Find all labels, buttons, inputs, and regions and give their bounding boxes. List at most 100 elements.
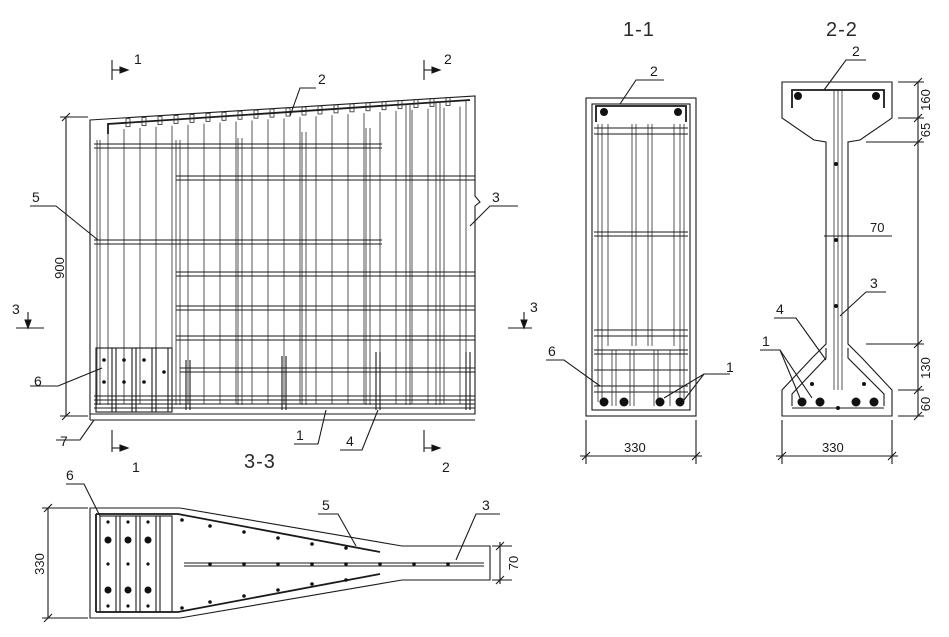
- plan-small-dot: [106, 604, 110, 608]
- top-stirrup-tick: [397, 100, 403, 110]
- section-1-1-view: 1-1: [546, 19, 734, 464]
- plan-large-dot: [144, 536, 152, 544]
- plan-flange-dot: [276, 588, 280, 592]
- plan-small-dot: [106, 562, 110, 566]
- box-dot: [102, 358, 106, 362]
- plan-width-dim: 330: [32, 553, 47, 575]
- box-dot: [122, 358, 126, 362]
- section-2-web-dim: 70: [870, 220, 884, 235]
- elevation-marker-2: 2: [318, 71, 326, 87]
- cut-mark-2-top: 2: [444, 51, 452, 67]
- section-2-dim-130: 130: [918, 357, 933, 379]
- top-stirrup-tick: [237, 110, 243, 120]
- plan-flange-dot: [344, 578, 348, 582]
- plan-web-dim: 70: [506, 556, 521, 570]
- elevation-title: 3-3: [244, 451, 276, 473]
- elevation-view: 900 1 2 1 2 3 3: [12, 51, 538, 475]
- section-2-marker-3: 3: [870, 275, 878, 291]
- plan-small-dot: [126, 520, 130, 524]
- top-stirrup-tick: [285, 107, 291, 117]
- top-stirrup-tick: [205, 112, 211, 122]
- top-stirrup-tick: [221, 111, 227, 121]
- plan-view: 6 5 3 330 70: [32, 467, 521, 623]
- box-dot: [102, 380, 106, 384]
- plan-flange-dot: [180, 518, 184, 522]
- plan-web-dot: [344, 562, 348, 566]
- plan-flange-dot: [310, 542, 314, 546]
- plan-flange-dot: [310, 582, 314, 586]
- top-stirrup-tick: [349, 103, 355, 113]
- cut-mark-3-left: 3: [12, 301, 20, 317]
- elevation-height-dim: 900: [52, 257, 67, 279]
- section-2-title: 2-2: [826, 19, 858, 41]
- cut-mark-1-bottom: 1: [132, 459, 140, 475]
- plan-web-dot: [208, 562, 212, 566]
- elevation-marker-3: 3: [492, 189, 500, 205]
- section-2-marker-4: 4: [776, 301, 784, 317]
- section-2-marker-1: 1: [762, 333, 770, 349]
- section-2-2-view: 2-2 2 4: [760, 19, 933, 464]
- plan-flange-dot: [208, 600, 212, 604]
- top-stirrup-tick: [157, 116, 163, 125]
- section-2-dim-60: 60: [918, 397, 933, 411]
- plan-flange-dot: [344, 546, 348, 550]
- section-1-marker-2: 2: [650, 63, 658, 79]
- section-1-title: 1-1: [623, 19, 655, 41]
- plan-large-dot: [124, 536, 132, 544]
- box-dot: [142, 358, 146, 362]
- plan-web-dot: [446, 562, 450, 566]
- elevation-marker-7: 7: [60, 433, 68, 449]
- cut-mark-1-top: 1: [134, 51, 142, 67]
- box-dot: [122, 380, 126, 384]
- top-stirrup-tick: [333, 104, 339, 114]
- elevation-marker-4: 4: [346, 433, 354, 449]
- plan-web-dot: [242, 562, 246, 566]
- elevation-marker-6: 6: [34, 373, 42, 389]
- plan-flange-dot: [242, 594, 246, 598]
- top-stirrup-tick: [269, 108, 275, 118]
- top-stirrup-tick: [141, 117, 147, 127]
- top-stirrup-tick: [173, 115, 179, 124]
- top-stirrup-tick: [381, 101, 387, 111]
- elevation-marker-5: 5: [32, 189, 40, 205]
- plan-small-dot: [106, 520, 110, 524]
- plan-web-dot: [310, 562, 314, 566]
- cut-mark-2-bottom: 2: [442, 459, 450, 475]
- plan-small-dot: [146, 562, 150, 566]
- section-1-width-dim: 330: [624, 440, 646, 455]
- top-stirrup-tick: [301, 106, 307, 116]
- top-stirrup-tick: [253, 109, 259, 119]
- top-stirrup-tick: [413, 99, 419, 108]
- top-stirrup-tick: [429, 98, 435, 107]
- plan-flange-dot: [180, 606, 184, 610]
- plan-large-dot: [144, 586, 152, 594]
- plan-web-dot: [276, 562, 280, 566]
- plan-large-dot: [104, 586, 112, 594]
- plan-small-dot: [146, 604, 150, 608]
- section-1-marker-1: 1: [726, 359, 734, 375]
- plan-marker-6: 6: [66, 467, 74, 483]
- plan-large-dot: [124, 586, 132, 594]
- section-1-marker-6: 6: [548, 343, 556, 359]
- plan-web-dot: [378, 562, 382, 566]
- top-stirrup-tick: [445, 97, 451, 106]
- box-dot: [142, 380, 146, 384]
- plan-flange-dot: [242, 530, 246, 534]
- section-2-dim-65: 65: [918, 123, 933, 137]
- cut-mark-3-right: 3: [530, 299, 538, 315]
- plan-large-dot: [104, 536, 112, 544]
- plan-small-dot: [126, 562, 130, 566]
- plan-web-dot: [412, 562, 416, 566]
- plan-flange-dot: [208, 524, 212, 528]
- section-2-width-dim: 330: [822, 440, 844, 455]
- top-stirrup-tick: [189, 114, 195, 123]
- plan-small-dot: [146, 520, 150, 524]
- box-dot: [162, 370, 166, 374]
- section-2-marker-2: 2: [852, 43, 860, 59]
- plan-small-dot: [126, 604, 130, 608]
- top-stirrup-tick: [125, 118, 131, 128]
- plan-marker-5: 5: [322, 497, 330, 513]
- elevation-marker-1: 1: [296, 427, 304, 443]
- section-2-dim-160: 160: [918, 89, 933, 111]
